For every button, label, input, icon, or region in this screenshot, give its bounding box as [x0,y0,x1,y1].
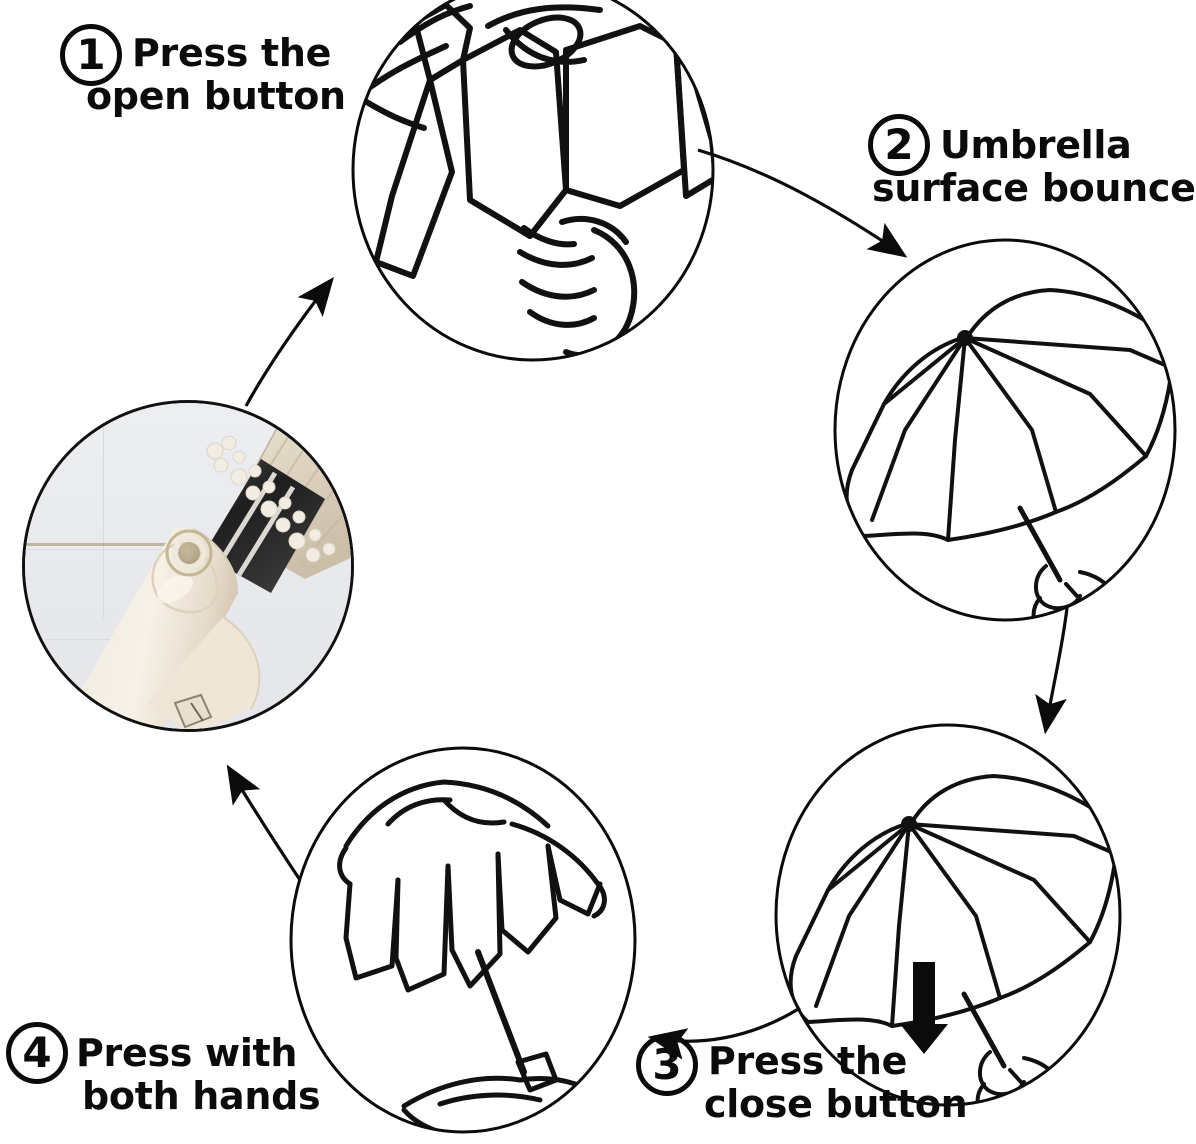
step-4-label: 4 Press with both hands [6,1022,321,1118]
step-4-badge: 4 [6,1022,68,1084]
step-4-illustration [289,746,637,1134]
photo-guide-line-vertical [103,403,104,618]
step-3-caption-line1: Press the [708,1039,908,1083]
step-1-caption-line2: open button [86,73,346,118]
step-2-badge: 2 [868,114,930,176]
arrow-step-1-to-step-2 [697,148,908,258]
close-direction-arrow [900,962,948,1054]
umbrella-handle-photo [22,400,354,732]
step-1-badge: 1 [60,24,122,86]
step-2-illustration [833,238,1177,622]
step-3-illustration [774,723,1122,1107]
step-4-caption-line1: Press with [76,1031,298,1075]
step-3-caption-line2: close button [704,1081,968,1126]
arrow-photo-to-step-1 [244,276,334,407]
step-3-badge: 3 [636,1034,698,1096]
umbrella-handle-illustration [79,413,351,729]
step-2-caption-line2: surface bounce [872,165,1196,210]
step-4-caption-line2: both hands [82,1073,321,1118]
handle-tip [173,693,213,729]
arrow-step-2-to-step-3 [1035,607,1069,735]
step-3-label: 3 Press the close button [636,1034,968,1125]
step-1-illustration [351,0,715,362]
step-2-caption: Umbrella surface bounce [872,123,1196,209]
arrow-step-4-to-photo [226,764,302,881]
step-2-caption-line1: Umbrella [940,123,1132,167]
step-4-caption: Press with both hands [76,1031,321,1118]
step-1-caption: Press the open button [86,31,346,117]
step-1-label: 1 Press the open button [60,24,346,117]
step-2-label: 2 Umbrella surface bounce [868,114,1196,209]
rib-tips [206,435,336,563]
step-3-caption: Press the close button [704,1039,968,1125]
step-1-caption-line1: Press the [132,31,332,75]
